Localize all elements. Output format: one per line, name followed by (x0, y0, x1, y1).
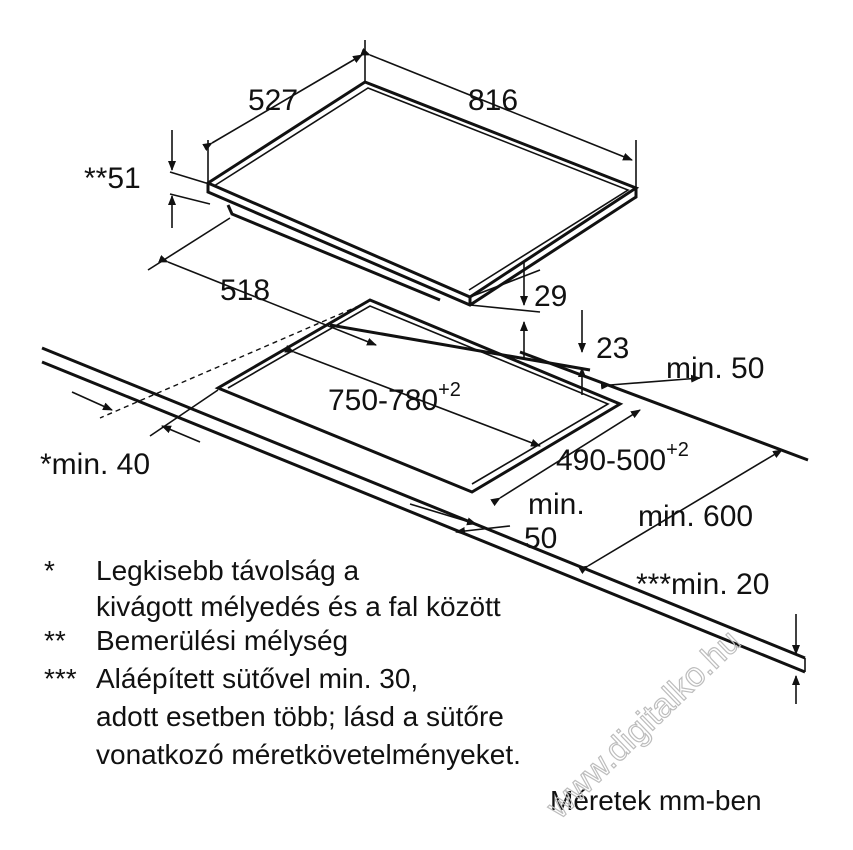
dim-label-min50-front-b: 50 (524, 522, 557, 555)
dim-label-750-780-value: 750-780 (328, 384, 438, 417)
note-3-line3: vonatkozó méretkövetelményeket. (96, 739, 521, 770)
dim-label-29: 29 (534, 280, 567, 313)
dim-label-min20: ***min. 20 (636, 568, 769, 601)
dim-label-min50-front-a: min. (528, 488, 585, 521)
dim-label-490-500: 490-500+2 (556, 439, 689, 477)
dim-816-line (360, 47, 637, 188)
note-1-mark: * (44, 555, 55, 586)
dim-label-527: 527 (248, 84, 298, 117)
note-3-line2: adott esetben több; lásd a sütőre (96, 701, 504, 732)
note-1-line2: kivágott mélyedés és a fal között (96, 591, 501, 622)
dim-490-500-line (490, 409, 641, 507)
note-1-line1: Legkisebb távolság a (96, 555, 360, 586)
dim-29-line (469, 262, 541, 358)
dim-label-518: 518 (220, 274, 270, 307)
dim-min600-line (578, 449, 783, 575)
dim-min50-back-line (600, 374, 701, 390)
dim-label-min40: *min. 40 (40, 448, 150, 481)
dim-label-816: 816 (468, 84, 518, 117)
dim-51-line (168, 130, 211, 228)
dim-label-750-780: 750-780+2 (328, 379, 461, 417)
dim-label-490-500-value: 490-500 (556, 444, 666, 477)
units-note: Méretek mm-ben (550, 785, 762, 816)
dim-label-750-780-tolerance: +2 (438, 379, 461, 401)
note-3-mark: *** (44, 663, 77, 694)
note-2-line1: Bemerülési mélység (96, 625, 348, 656)
note-3-line1: Aláépített sütővel min. 30, (96, 663, 418, 694)
dim-label-51: **51 (84, 162, 141, 195)
dim-label-min50-back: min. 50 (666, 352, 764, 385)
dim-label-490-500-tolerance: +2 (666, 439, 689, 461)
hob-frame-edge (206, 183, 638, 307)
dim-min50-front-line (409, 503, 511, 535)
dim-min40-line (71, 389, 219, 443)
note-2-mark: ** (44, 625, 66, 656)
dim-518-line (147, 217, 377, 346)
dim-label-23: 23 (596, 332, 629, 365)
dim-label-min600: min. 600 (638, 500, 753, 533)
